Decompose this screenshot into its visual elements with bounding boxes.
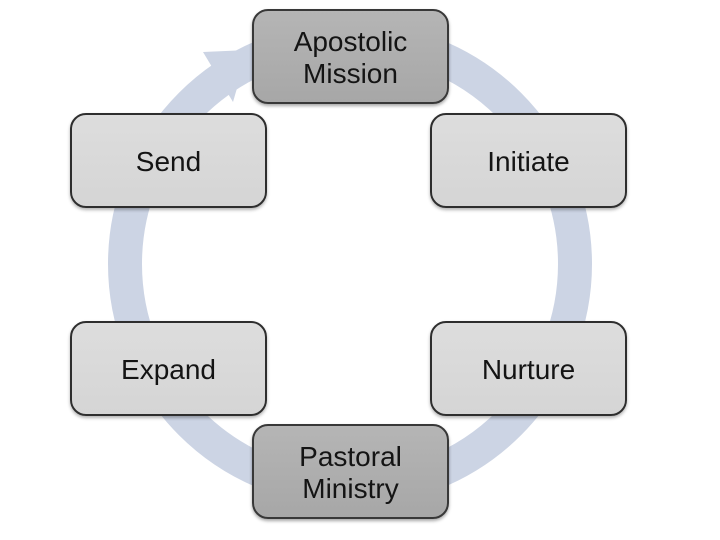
node-label: Initiate: [487, 145, 570, 177]
node-label: Send: [135, 145, 202, 177]
node-nurture: Nurture: [430, 321, 627, 416]
node-label: Nurture: [481, 353, 576, 385]
node-label: Pastoral Ministry: [299, 441, 402, 504]
node-expand: Expand: [70, 321, 267, 416]
cycle-arrowhead-icon: [203, 50, 248, 102]
node-label: Apostolic Mission: [293, 26, 408, 89]
node-initiate: Initiate: [430, 113, 627, 208]
node-send: Send: [70, 113, 267, 208]
node-pastoral-ministry: Pastoral Ministry: [252, 424, 449, 519]
cycle-ring: [108, 22, 592, 506]
node-apostolic-mission: Apostolic Mission: [252, 9, 449, 104]
node-label: Expand: [121, 353, 216, 385]
